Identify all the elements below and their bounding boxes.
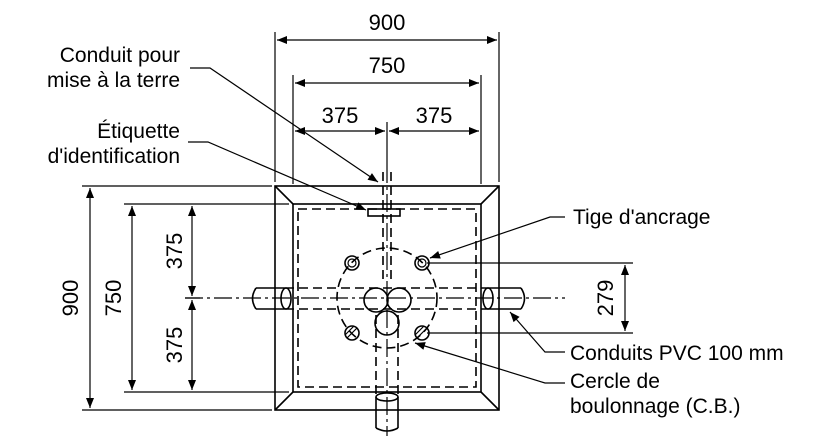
center-lines (185, 165, 565, 436)
conduit-circles (363, 287, 412, 336)
dim-inner-width: 750 (369, 53, 406, 78)
dim-lower-half: 375 (162, 327, 187, 364)
dim-overall-width: 900 (369, 10, 406, 35)
label-bolt-circle-line1: Cercle de (570, 370, 660, 393)
left-dimensions (82, 185, 289, 411)
dim-overall-height: 900 (58, 280, 83, 317)
label-pvc-conduits: Conduits PVC 100 mm (570, 342, 784, 365)
anchor-rod-bottom-right (414, 325, 430, 341)
identification-tag (367, 208, 401, 217)
pvc-conduit-horizontal (251, 287, 526, 310)
right-dimension (427, 262, 633, 334)
grounding-conduit (382, 172, 392, 282)
label-id-tag-line2: d'identification (48, 145, 180, 168)
label-id-tag-line1: Étiquette (97, 120, 180, 143)
bolt-circle (336, 247, 438, 349)
anchor-rod-top-left (344, 255, 360, 271)
top-dimensions (274, 32, 500, 184)
dim-left-half: 375 (322, 103, 359, 128)
pvc-conduit-vertical (375, 315, 399, 432)
dim-bolt-offset: 279 (593, 280, 618, 317)
label-grounding-conduit-line1: Conduit pour (60, 44, 180, 67)
dim-right-half: 375 (416, 103, 453, 128)
label-anchor-rod: Tige d'ancrage (573, 206, 710, 229)
anchor-rod-bottom-left (344, 325, 360, 341)
label-bolt-circle-line2: boulonnage (C.B.) (570, 395, 740, 418)
dim-upper-half: 375 (162, 233, 187, 270)
leader-lines (188, 67, 565, 384)
label-grounding-conduit-line2: mise à la terre (47, 69, 180, 92)
dim-inner-height: 750 (101, 280, 126, 317)
